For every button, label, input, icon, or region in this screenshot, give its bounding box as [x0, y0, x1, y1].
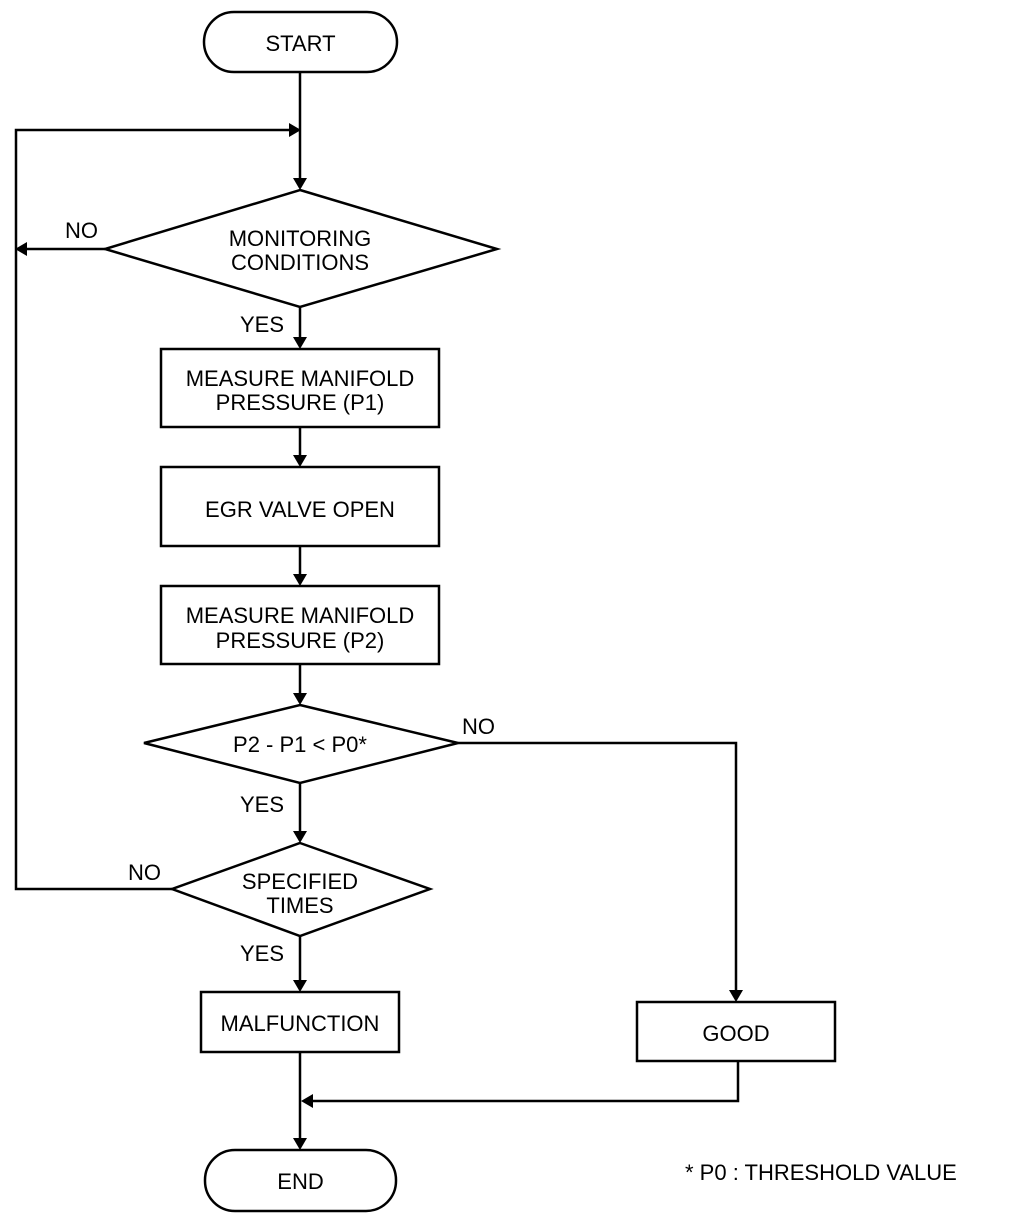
arrow-monitoring-no	[15, 242, 27, 256]
monitoring-label-line-2: CONDITIONS	[231, 250, 369, 275]
compare-yes-label: YES	[240, 792, 284, 817]
monitoring-yes-label: YES	[240, 312, 284, 337]
egr-valve-open-label: EGR VALVE OPEN	[205, 497, 395, 522]
node-start: START	[202, 10, 399, 74]
measure-p2-box	[159, 584, 441, 666]
good-label: GOOD	[702, 1021, 769, 1046]
connector-compare-no	[458, 741, 738, 990]
node-egr-valve-open: EGR VALVE OPEN	[159, 465, 441, 548]
arrow-good-merge	[301, 1094, 313, 1108]
node-malfunction: MALFUNCTION	[199, 990, 401, 1054]
specified-times-label-line-1: SPECIFIED	[242, 869, 358, 894]
node-measure-p1: MEASURE MANIFOLD PRESSURE (P1)	[159, 347, 441, 429]
specified-no-label: NO	[128, 860, 161, 885]
edge-labels: NO YES NO YES NO YES	[65, 218, 495, 966]
arrow-into-monitoring	[293, 178, 307, 190]
arrow-into-specified	[293, 831, 307, 843]
monitoring-decision	[100, 188, 502, 309]
node-good: GOOD	[635, 1000, 837, 1063]
measure-p1-label-line-1: MEASURE MANIFOLD	[186, 366, 415, 391]
compare-no-label: NO	[462, 714, 495, 739]
node-measure-p2: MEASURE MANIFOLD PRESSURE (P2)	[159, 584, 441, 666]
measure-p2-label-line-2: PRESSURE (P2)	[216, 628, 385, 653]
footnote: * P0 : THRESHOLD VALUE	[685, 1160, 957, 1185]
end-terminal	[203, 1148, 398, 1213]
specified-times-decision	[168, 841, 434, 938]
malfunction-box	[199, 990, 401, 1054]
start-terminal	[202, 10, 399, 74]
arrow-loop-back	[289, 123, 301, 137]
monitoring-label-line-1: MONITORING	[229, 226, 372, 251]
node-specified-times: SPECIFIED TIMES	[168, 841, 434, 938]
malfunction-label: MALFUNCTION	[221, 1011, 380, 1036]
measure-p1-box	[159, 347, 441, 429]
end-label: END	[277, 1169, 323, 1194]
node-end: END	[203, 1148, 398, 1213]
arrow-into-good	[729, 990, 743, 1002]
node-monitoring-conditions: MONITORING CONDITIONS	[100, 188, 502, 309]
compare-decision	[143, 703, 459, 785]
node-compare: P2 - P1 < P0*	[143, 703, 459, 785]
compare-label: P2 - P1 < P0*	[233, 732, 367, 757]
arrow-into-malfunction	[293, 980, 307, 992]
connector-good-to-merge	[313, 1061, 740, 1103]
arrow-into-end	[293, 1138, 307, 1150]
egr-valve-open-box	[159, 465, 441, 548]
measure-p2-label-line-1: MEASURE MANIFOLD	[186, 603, 415, 628]
connectors	[14, 72, 740, 1138]
specified-yes-label: YES	[240, 941, 284, 966]
arrowheads	[15, 123, 743, 1150]
arrow-into-egr	[293, 455, 307, 467]
measure-p1-label-line-2: PRESSURE (P1)	[216, 390, 385, 415]
specified-times-label-line-2: TIMES	[266, 893, 333, 918]
start-label: START	[265, 31, 335, 56]
arrow-into-measure-p2	[293, 574, 307, 586]
monitoring-no-label: NO	[65, 218, 98, 243]
arrow-into-compare	[293, 693, 307, 705]
arrow-into-measure-p1	[293, 337, 307, 349]
good-box	[635, 1000, 837, 1063]
connector-loop-back	[14, 128, 289, 891]
